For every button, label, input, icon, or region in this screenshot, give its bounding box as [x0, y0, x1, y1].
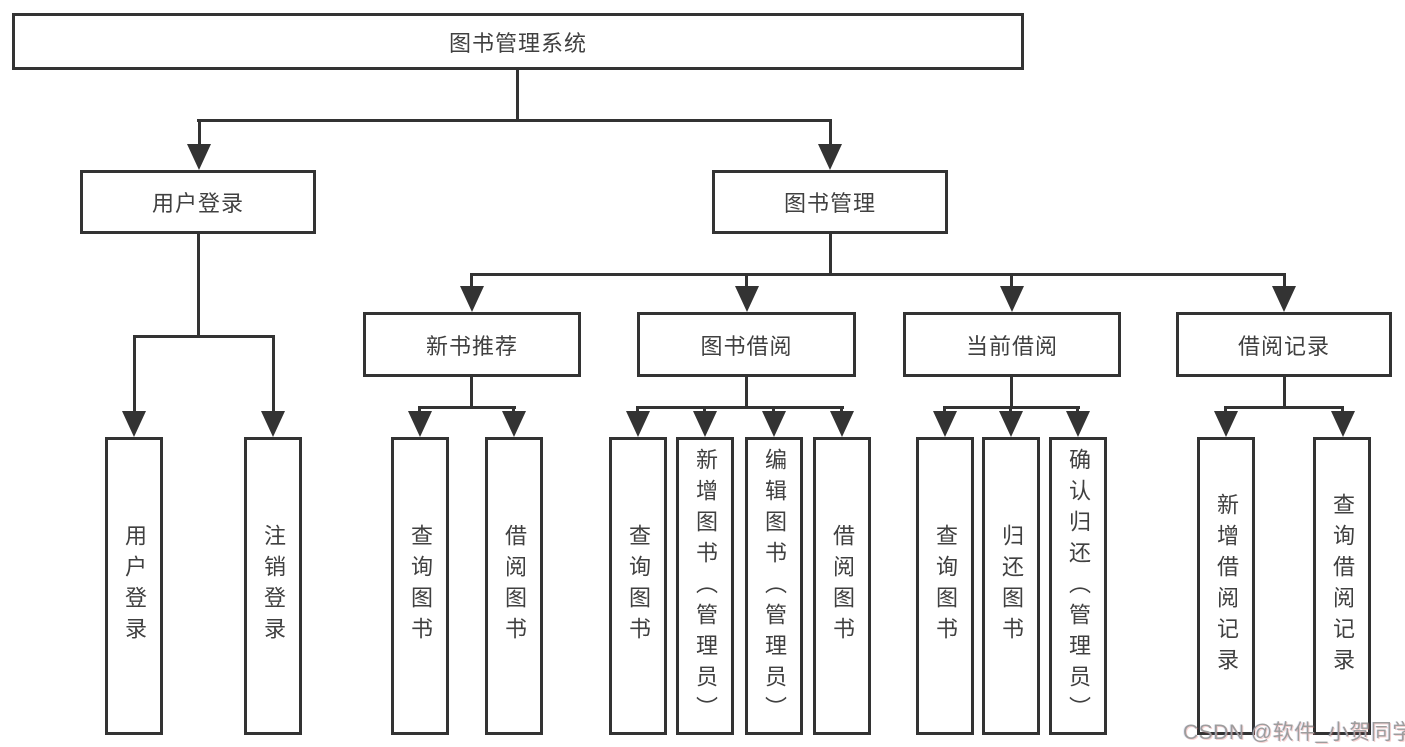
connector-book-borrow-bar — [636, 406, 844, 409]
arrow-down-icon — [502, 411, 526, 437]
arrow-down-icon — [1272, 286, 1296, 312]
arrow-down-icon — [1331, 411, 1355, 437]
leaf-return-books: 归还图书 — [982, 437, 1040, 735]
connector-drop-book-management — [829, 119, 832, 149]
leaf-query-borrow-record-label: 查询借阅记录 — [1330, 493, 1355, 679]
connector-drop-logout-leaf — [272, 335, 275, 415]
connector-drop-user-login — [198, 119, 201, 149]
leaf-user-login: 用户登录 — [105, 437, 163, 735]
node-library-system-label: 图书管理系统 — [448, 30, 587, 56]
leaf-query-books-2-label: 查询图书 — [626, 524, 651, 648]
arrow-down-icon — [1066, 411, 1090, 437]
arrow-down-icon — [122, 411, 146, 437]
connector-user-login-stub — [197, 234, 200, 338]
connector-drop-login-leaf — [133, 335, 136, 415]
leaf-query-borrow-record: 查询借阅记录 — [1313, 437, 1371, 735]
leaf-query-books-3-label: 查询图书 — [933, 524, 958, 648]
arrow-down-icon — [693, 411, 717, 437]
node-book-management-label: 图书管理 — [783, 191, 876, 216]
arrow-down-icon — [933, 411, 957, 437]
connector-book-management-bar — [470, 273, 1286, 276]
node-book-borrow-label: 图书借阅 — [700, 333, 793, 359]
leaf-borrow-books-2: 借阅图书 — [813, 437, 871, 735]
connector-borrow-records-bar — [1224, 406, 1344, 409]
arrow-down-icon — [187, 144, 211, 170]
leaf-edit-book-admin-label: 编辑图书（管理员） — [762, 448, 787, 727]
leaf-query-books-2: 查询图书 — [609, 437, 667, 735]
node-new-book-recommend: 新书推荐 — [363, 312, 581, 377]
leaf-borrow-books-1-label: 借阅图书 — [502, 524, 527, 648]
connector-book-borrow-stub — [745, 377, 748, 409]
node-user-login: 用户登录 — [80, 170, 316, 234]
node-library-system: 图书管理系统 — [12, 13, 1024, 70]
arrow-down-icon — [408, 411, 432, 437]
connector-root-stub — [516, 69, 519, 122]
arrow-down-icon — [818, 144, 842, 170]
leaf-logout-label: 注销登录 — [261, 524, 286, 648]
leaf-edit-book-admin: 编辑图书（管理员） — [745, 437, 803, 735]
connector-new-book-stub — [470, 377, 473, 409]
node-current-borrow: 当前借阅 — [903, 312, 1121, 377]
node-user-login-label: 用户登录 — [151, 191, 244, 216]
leaf-add-borrow-record-label: 新增借阅记录 — [1214, 493, 1239, 679]
connector-borrow-records-stub — [1283, 377, 1286, 409]
connector-book-management-stub — [829, 234, 832, 276]
connector-drop-borrow-records — [1283, 273, 1286, 291]
node-current-borrow-label: 当前借阅 — [965, 333, 1058, 359]
leaf-query-books-1: 查询图书 — [391, 437, 449, 735]
leaf-confirm-return-admin: 确认归还（管理员） — [1049, 437, 1107, 735]
arrow-down-icon — [1000, 286, 1024, 312]
arrow-down-icon — [999, 411, 1023, 437]
leaf-borrow-books-2-label: 借阅图书 — [830, 524, 855, 648]
node-book-management: 图书管理 — [712, 170, 948, 234]
leaf-query-books-1-label: 查询图书 — [408, 524, 433, 648]
connector-current-borrow-stub — [1010, 377, 1013, 409]
csdn-watermark: CSDN @软件_小贺同学 — [1183, 721, 1405, 744]
connector-drop-new-book — [470, 273, 473, 291]
leaf-query-books-3: 查询图书 — [916, 437, 974, 735]
arrow-down-icon — [830, 411, 854, 437]
leaf-add-book-admin: 新增图书（管理员） — [676, 437, 734, 735]
connector-user-login-bar — [133, 335, 275, 338]
connector-new-book-bar — [418, 406, 516, 409]
node-borrow-records-label: 借阅记录 — [1237, 333, 1330, 359]
arrow-down-icon — [261, 411, 285, 437]
leaf-confirm-return-admin-label: 确认归还（管理员） — [1066, 448, 1091, 727]
node-book-borrow: 图书借阅 — [637, 312, 856, 377]
node-borrow-records: 借阅记录 — [1176, 312, 1392, 377]
leaf-borrow-books-1: 借阅图书 — [485, 437, 543, 735]
node-new-book-recommend-label: 新书推荐 — [425, 333, 518, 359]
arrow-down-icon — [1214, 411, 1238, 437]
leaf-logout: 注销登录 — [244, 437, 302, 735]
leaf-return-books-label: 归还图书 — [999, 524, 1024, 648]
arrow-down-icon — [762, 411, 786, 437]
arrow-down-icon — [460, 286, 484, 312]
leaf-add-book-admin-label: 新增图书（管理员） — [693, 448, 718, 727]
connector-drop-current-borrow — [1010, 273, 1013, 291]
connector-root-bar — [197, 119, 831, 122]
arrow-down-icon — [735, 286, 759, 312]
leaf-user-login-label: 用户登录 — [122, 524, 147, 648]
arrow-down-icon — [626, 411, 650, 437]
connector-drop-book-borrow — [745, 273, 748, 291]
leaf-add-borrow-record: 新增借阅记录 — [1197, 437, 1255, 735]
